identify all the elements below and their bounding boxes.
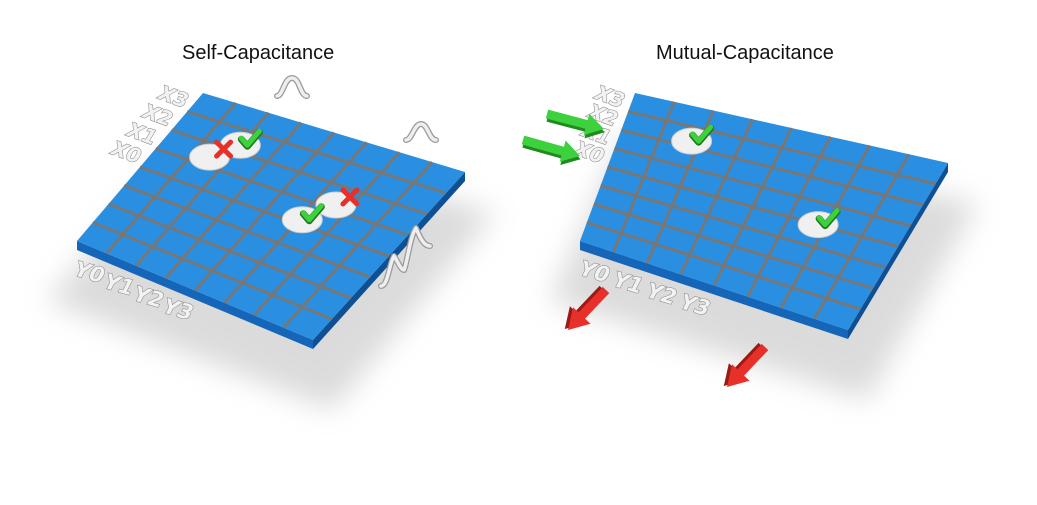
grid-column-line — [282, 161, 434, 329]
grid-column-line — [746, 136, 832, 298]
board-side-edge — [848, 163, 948, 339]
cross-icon — [340, 187, 360, 207]
grid-row-line — [123, 184, 371, 279]
mutual-capacitance-title: Mutual-Capacitance — [656, 42, 834, 64]
grid-row-line — [92, 221, 333, 321]
column-label-y0: Y0 — [72, 257, 107, 288]
wave-peak-icon — [404, 122, 438, 142]
red-arrow-icon — [723, 342, 769, 388]
board-top — [580, 93, 948, 330]
cross-icon — [214, 139, 234, 159]
check-icon — [300, 203, 324, 223]
self-capacitance-title: Self-Capacitance — [182, 42, 335, 64]
green-arrow-icon — [545, 109, 605, 139]
grid-row-line — [600, 184, 886, 269]
wave-peak-icon — [275, 76, 309, 98]
red-arrow-icon — [564, 285, 610, 331]
check-icon — [816, 208, 840, 228]
check-icon — [690, 124, 714, 144]
grid-row-line — [139, 165, 390, 258]
column-label-y3: Y3 — [161, 294, 196, 325]
board-front-edge — [580, 241, 848, 339]
grid-row-line — [607, 165, 899, 248]
green-arrow-icon — [521, 135, 581, 166]
grid-column-line — [252, 151, 401, 317]
wave-double-peak-icon — [379, 226, 432, 288]
grid-column-line — [813, 153, 911, 320]
board-front-edge — [77, 241, 313, 349]
grid-row-line — [586, 221, 861, 311]
grid-row-line — [107, 202, 352, 300]
check-icon — [238, 128, 262, 148]
grid-row-line — [593, 202, 874, 290]
